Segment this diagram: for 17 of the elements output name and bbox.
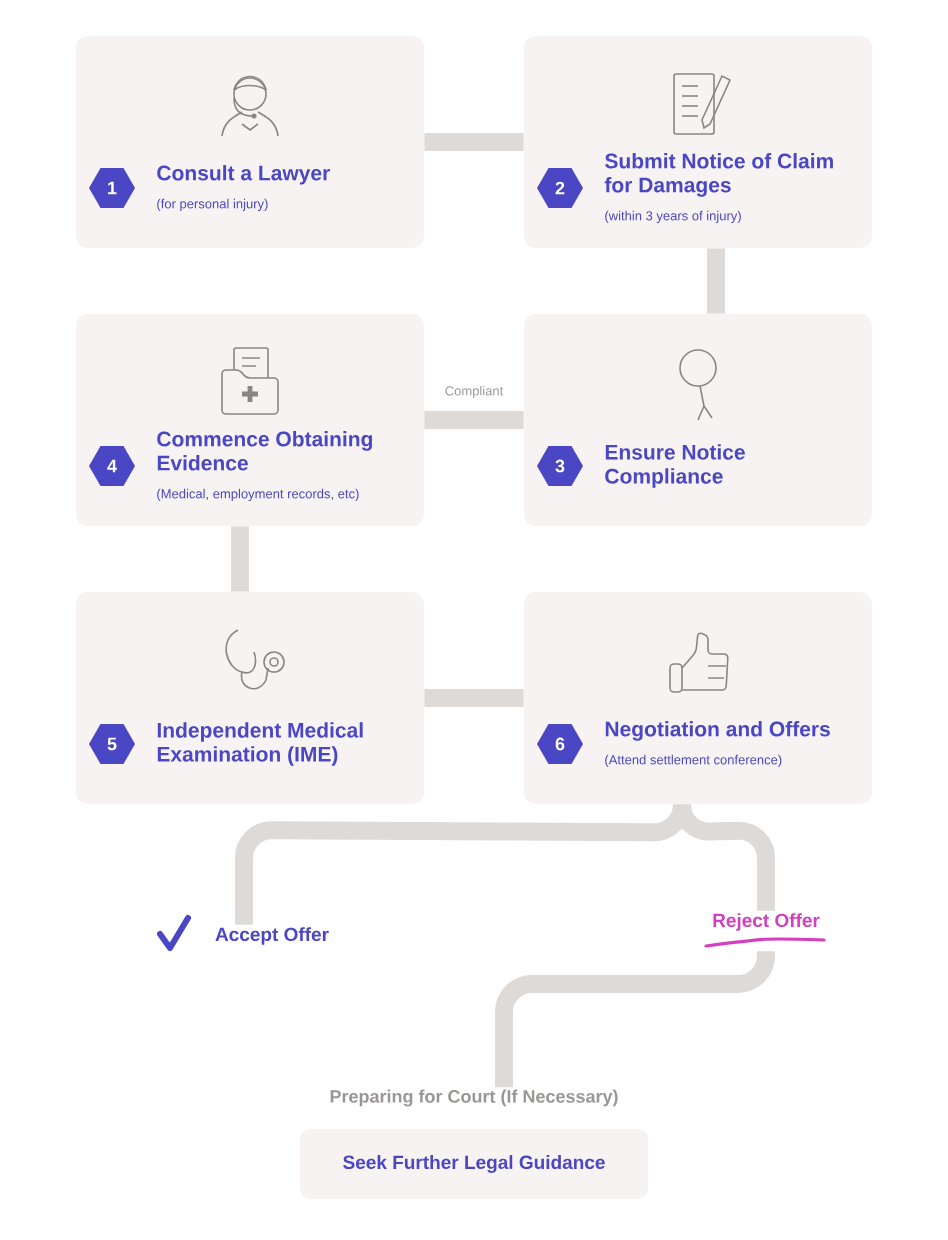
outcome-label: Reject Offer bbox=[713, 913, 820, 931]
guidance-box: Preparing for Court (If Necessary) Seek Further Legal Guidance bbox=[300, 1089, 648, 1199]
connector bbox=[495, 947, 775, 1088]
connector bbox=[673, 803, 775, 911]
connector bbox=[424, 689, 524, 707]
outcome-label: Accept Offer bbox=[215, 927, 329, 945]
connector bbox=[424, 411, 524, 429]
step-number: 3 bbox=[537, 446, 583, 486]
connector bbox=[707, 248, 725, 314]
step-number: 2 bbox=[537, 168, 583, 208]
step-number: 6 bbox=[537, 724, 583, 764]
step-number: 5 bbox=[89, 724, 135, 764]
connector bbox=[231, 526, 249, 592]
step-number: 1 bbox=[89, 168, 135, 208]
node-label: Preparing for Court (If Necessary) bbox=[330, 1089, 618, 1107]
connector bbox=[424, 133, 524, 151]
step-number: 4 bbox=[89, 446, 135, 486]
